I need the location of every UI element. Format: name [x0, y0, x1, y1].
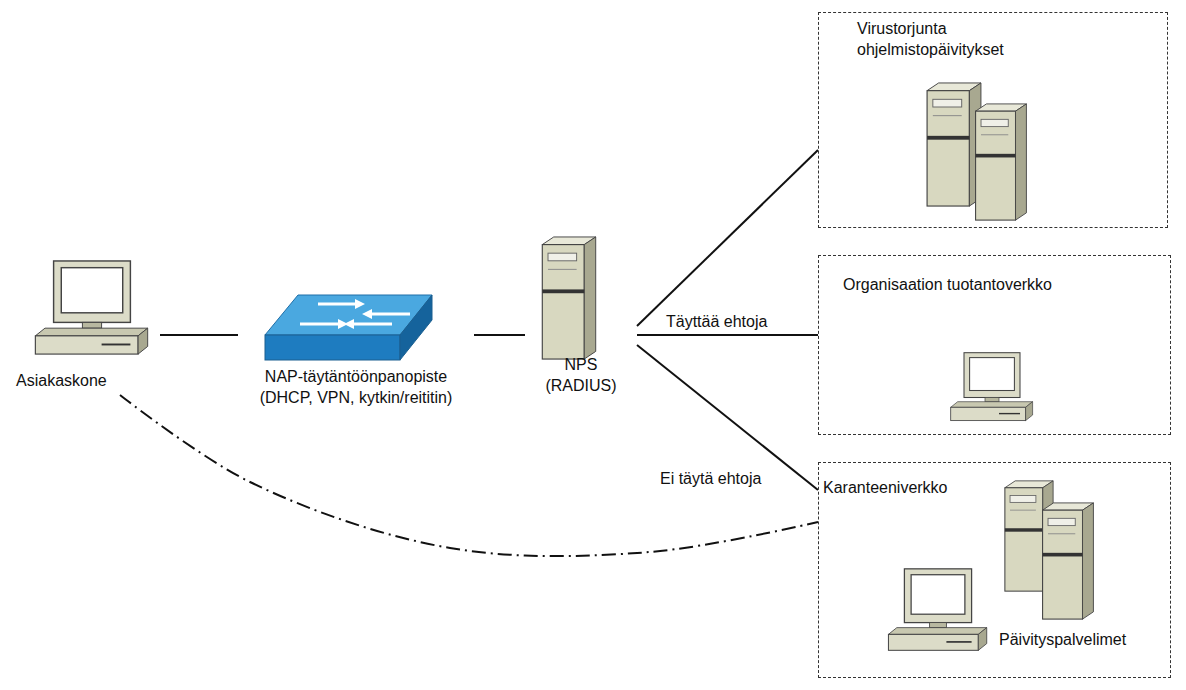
- quarantine-computer-icon: [888, 568, 986, 650]
- update-server-icon: [927, 83, 981, 206]
- node-label: Virustorjunta ohjelmistopäivitykset: [819, 13, 1042, 60]
- network-link: [637, 345, 818, 490]
- node-label: NPS (RADIUS): [536, 354, 626, 396]
- edge-label: Ei täytä ehtoja: [658, 469, 763, 489]
- node-label: Organisaation tuotantoverkko: [819, 256, 1170, 295]
- update-server-icon: [976, 104, 1027, 220]
- edge-label: Täyttää ehtoja: [664, 312, 769, 332]
- node-label: Asiakaskone: [16, 370, 107, 391]
- nps-server-icon: [542, 237, 595, 359]
- enforcement-point-node: NAP-täytäntöönpanopiste (DHCP, VPN, kytk…: [238, 290, 474, 410]
- client-computer-icon: [35, 260, 147, 354]
- dash-dot-connector: [120, 395, 818, 556]
- network-link: [474, 334, 525, 336]
- node-sublabel: Päivityspalvelimet: [999, 629, 1126, 650]
- switch-icon: [265, 295, 432, 360]
- network-zone: KaranteeniverkkoPäivityspalvelimet: [818, 462, 1171, 678]
- network-computer-icon: [951, 352, 1033, 421]
- nps-node: NPS (RADIUS): [525, 232, 637, 402]
- network-link: [637, 334, 818, 336]
- network-link: [160, 334, 238, 336]
- node-label: Karanteeniverkko: [819, 463, 1170, 498]
- network-link: [637, 150, 818, 326]
- update-server-icon: [1043, 503, 1094, 619]
- node-label: NAP-täytäntöönpanopiste (DHCP, VPN, kytk…: [240, 366, 472, 408]
- client-node: Asiakaskone: [10, 255, 160, 395]
- network-zone: Virustorjunta ohjelmistopäivitykset: [818, 12, 1168, 228]
- network-zone: Organisaation tuotantoverkko: [818, 255, 1171, 435]
